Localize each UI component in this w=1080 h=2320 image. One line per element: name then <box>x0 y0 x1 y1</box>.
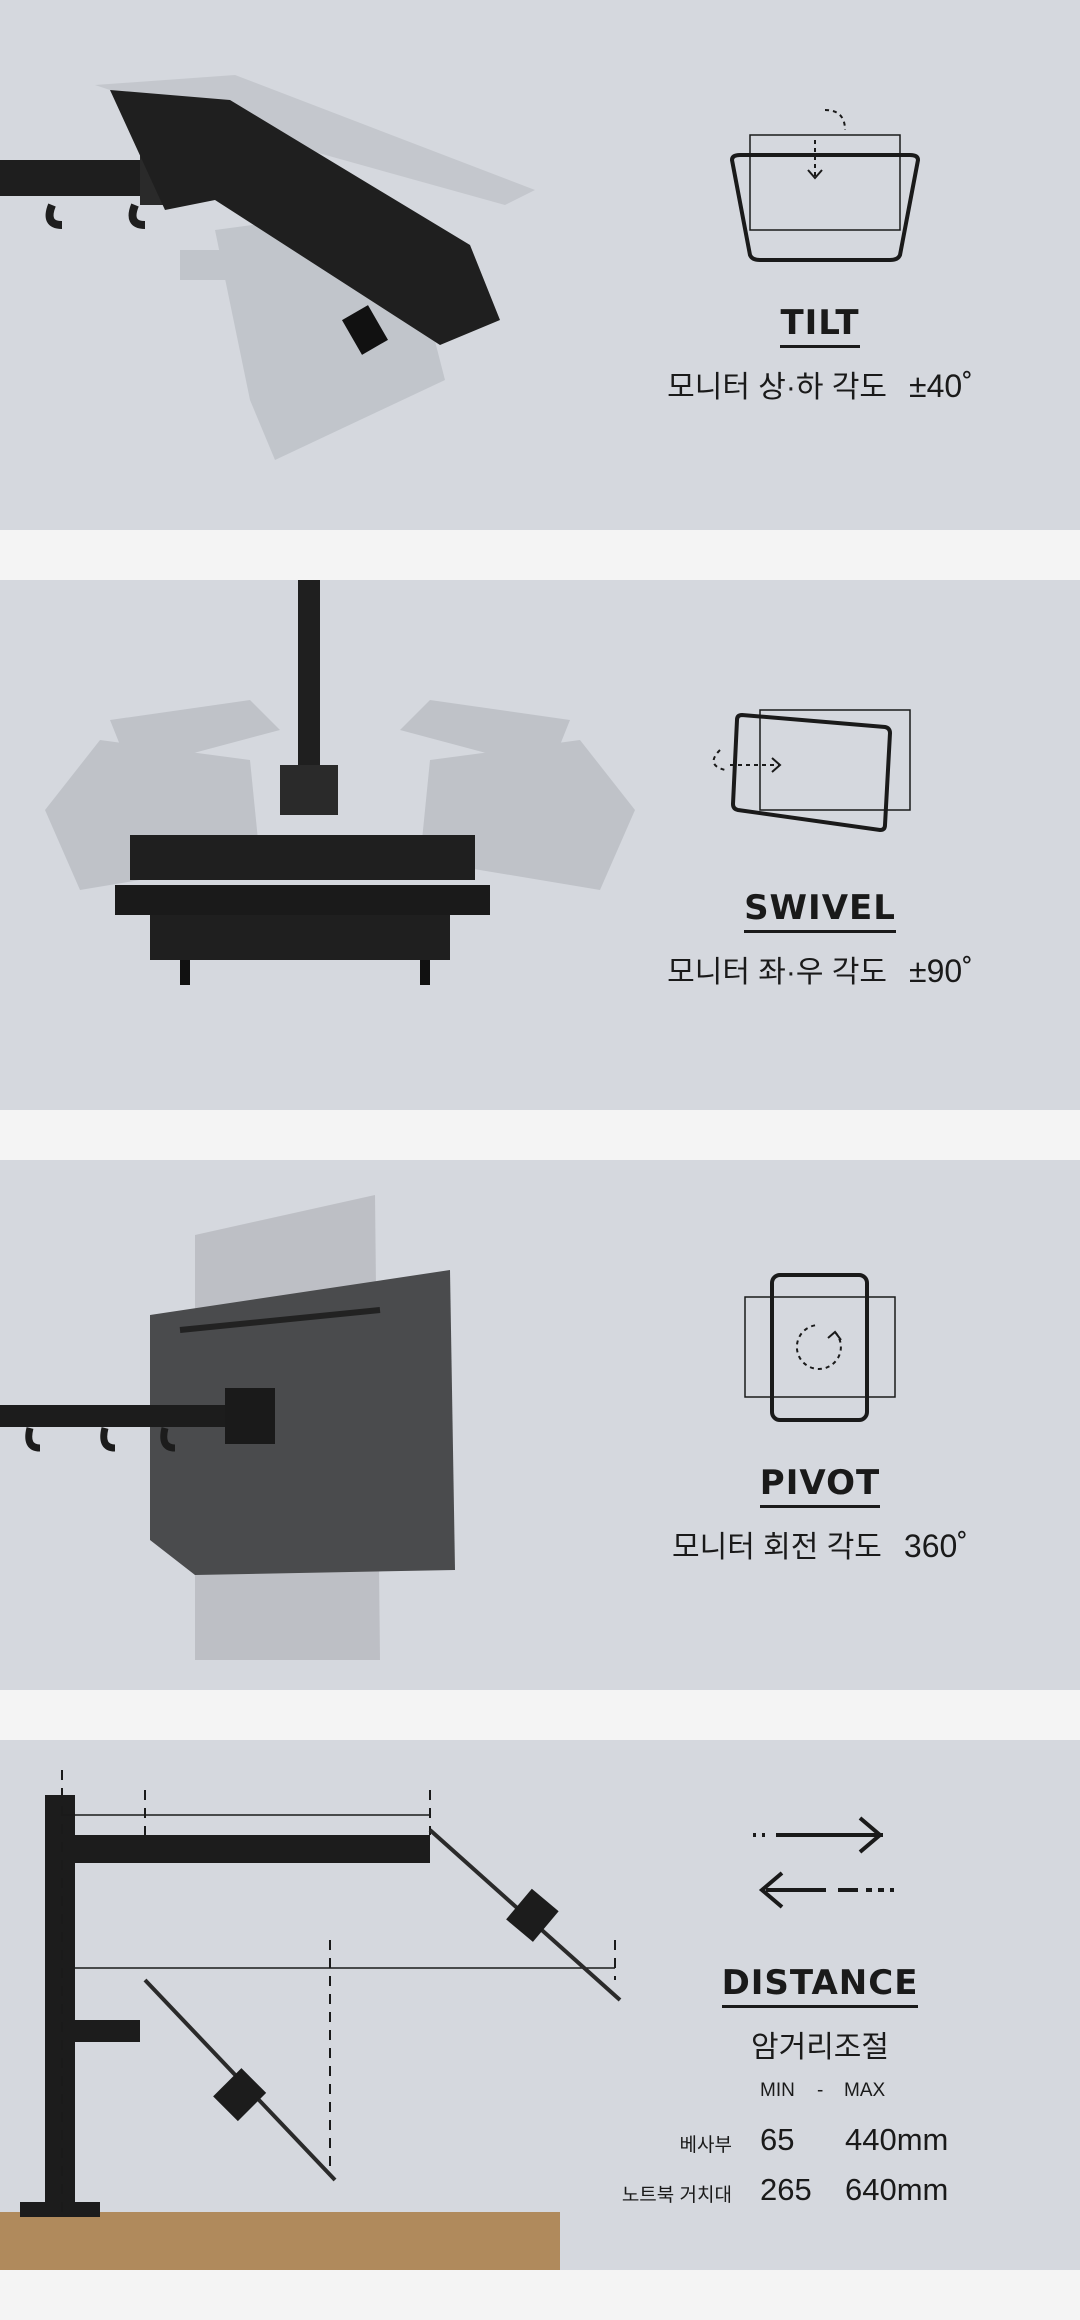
vesa-row-label: 베사부 <box>679 2135 732 2156</box>
pivot-title: PIVOT <box>759 1465 881 1508</box>
pivot-product-image <box>0 1195 455 1660</box>
laptop-min: 265 <box>760 2172 812 2207</box>
distance-section: DISTANCE 암거리조절 MIN - MAX 베사부 65 440mm 노트… <box>0 1740 1080 2270</box>
pivot-icon <box>744 1273 896 1422</box>
tilt-value: ±40˚ <box>909 368 973 404</box>
pivot-section: PIVOT 모니터 회전 각도 360˚ <box>0 1160 1080 1690</box>
pivot-desc: 모니터 회전 각도 <box>672 1531 882 1564</box>
range-dash: - <box>817 2080 824 2101</box>
distance-title: DISTANCE <box>721 1965 919 2008</box>
swivel-section: SWIVEL 모니터 좌·우 각도 ±90˚ <box>0 580 1080 1110</box>
swivel-info: SWIVEL 모니터 좌·우 각도 ±90˚ <box>620 890 1020 991</box>
tilt-icon <box>729 109 921 262</box>
distance-arrows-icon <box>753 1816 894 1909</box>
swivel-icon <box>712 709 911 833</box>
tilt-desc-line: 모니터 상·하 각도 ±40˚ <box>620 362 1020 406</box>
max-header: MAX <box>844 2080 886 2101</box>
laptop-max: 640mm <box>845 2172 949 2207</box>
distance-diagram <box>0 1770 622 2270</box>
tilt-title: TILT <box>780 305 860 348</box>
swivel-product-image <box>45 580 635 985</box>
tilt-section: TILT 모니터 상·하 각도 ±40˚ <box>0 0 1080 530</box>
swivel-desc-line: 모니터 좌·우 각도 ±90˚ <box>620 947 1020 991</box>
vesa-max: 440mm <box>845 2122 949 2157</box>
swivel-title: SWIVEL <box>744 890 896 933</box>
vesa-min: 65 <box>760 2122 795 2157</box>
distance-table: MIN - MAX 베사부 65 440mm 노트북 거치대 265 640mm <box>0 1740 1080 2270</box>
swivel-desc: 모니터 좌·우 각도 <box>667 956 888 989</box>
distance-desc: 암거리조절 <box>751 2031 889 2064</box>
pivot-desc-line: 모니터 회전 각도 360˚ <box>620 1522 1020 1566</box>
tilt-product-image <box>0 75 535 460</box>
distance-info: DISTANCE 암거리조절 <box>620 1965 1020 2066</box>
min-header: MIN <box>760 2080 795 2101</box>
pivot-value: 360˚ <box>903 1528 968 1564</box>
tilt-info: TILT 모니터 상·하 각도 ±40˚ <box>620 305 1020 406</box>
laptop-row-label: 노트북 거치대 <box>621 2185 732 2206</box>
tilt-desc: 모니터 상·하 각도 <box>667 371 888 404</box>
swivel-value: ±90˚ <box>909 953 973 989</box>
pivot-info: PIVOT 모니터 회전 각도 360˚ <box>620 1465 1020 1566</box>
